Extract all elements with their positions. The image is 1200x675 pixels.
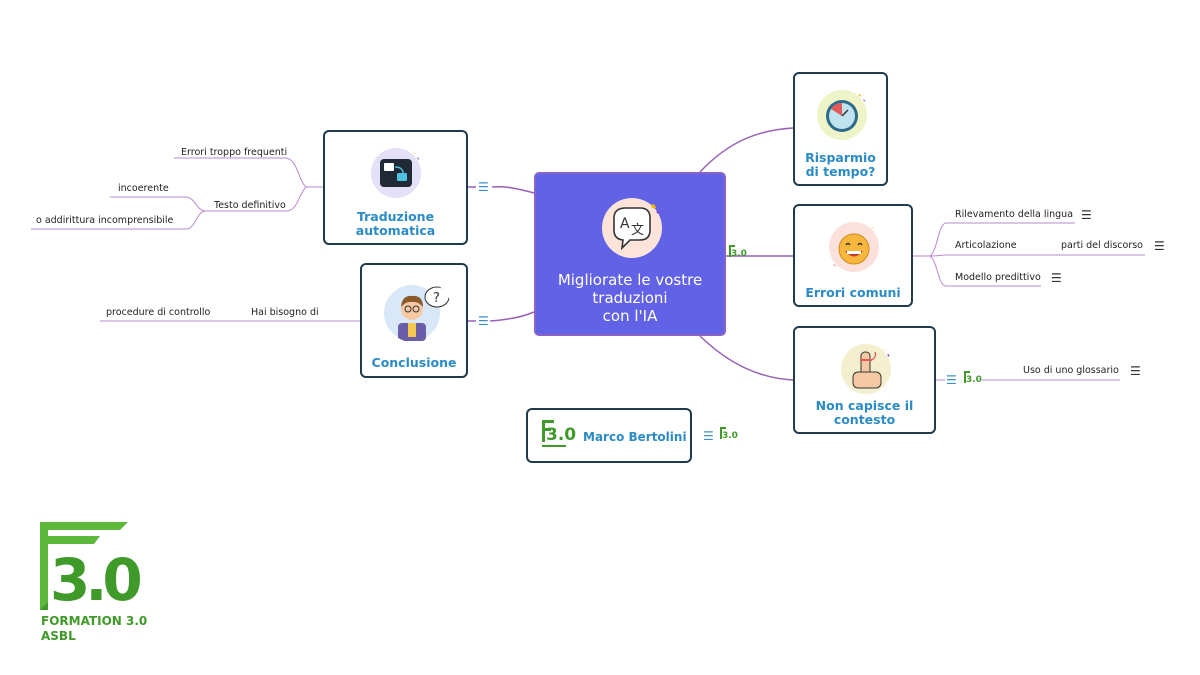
note-icon[interactable]: ☰ <box>1130 364 1141 378</box>
node-risparmio-di-tempo[interactable]: Risparmio di tempo? <box>793 72 888 186</box>
formation-3-0-logo: 3.0 <box>40 522 145 614</box>
svg-text:3.0: 3.0 <box>966 375 982 385</box>
branch-modello-predittivo[interactable]: Modello predittivo <box>955 272 1041 283</box>
clock-icon <box>817 90 867 140</box>
note-icon[interactable]: ☰ <box>1081 208 1092 222</box>
thinking-person-icon: ? <box>384 280 450 341</box>
logo-mark-text: 3.0 <box>50 546 140 614</box>
grimacing-face-icon <box>829 222 879 272</box>
svg-text:3.0: 3.0 <box>546 425 576 445</box>
formation-mini-logo-icon[interactable]: 3.0 <box>720 427 738 443</box>
branch-rilevamento-della-lingua[interactable]: Rilevamento della lingua <box>955 209 1074 220</box>
branch-testo-definitivo[interactable]: Testo definitivo <box>214 200 286 211</box>
note-icon[interactable]: ☰ <box>703 429 714 443</box>
node-errori-comuni[interactable]: Errori comuni <box>793 204 913 307</box>
node-non-capisce-il-contesto[interactable]: Non capisce il contesto <box>793 326 936 434</box>
note-icon[interactable]: ☰ <box>1051 271 1062 285</box>
svg-text:3.0: 3.0 <box>722 431 738 441</box>
branch-parti-del-discorso[interactable]: parti del discorso <box>1061 240 1143 251</box>
formation-mini-logo-icon[interactable]: 3.0 <box>729 245 747 261</box>
node-risparmio-title: Risparmio di tempo? <box>805 150 876 179</box>
node-marco-bertolini[interactable]: 3.0 Marco Bertolini <box>526 408 692 463</box>
node-errori-title: Errori comuni <box>805 285 901 300</box>
node-traduzione-automatica[interactable]: Traduzione automatica <box>323 130 468 245</box>
node-conclusione-title: Conclusione <box>371 355 457 370</box>
central-topic[interactable]: A 文 Migliorate le vostre traduzioni con … <box>534 172 726 336</box>
note-icon[interactable]: ☰ <box>1154 239 1165 253</box>
svg-text:A: A <box>620 216 630 232</box>
branch-incoerente[interactable]: incoerente <box>118 183 169 194</box>
formation-logo-icon: 3.0 <box>542 420 576 447</box>
marco-bertolini-name: Marco Bertolini <box>583 430 687 444</box>
translate-icon: A 文 <box>602 198 662 258</box>
logo-name: FORMATION 3.0 <box>41 614 148 628</box>
note-icon[interactable]: ☰ <box>478 180 489 194</box>
branch-uso-di-uno-glossario[interactable]: Uso di uno glossario <box>1023 365 1119 376</box>
node-traduzione-title: Traduzione automatica <box>355 209 436 238</box>
branch-procedure-di-controllo[interactable]: procedure di controllo <box>106 307 211 318</box>
svg-text:?: ? <box>433 291 440 306</box>
branch-hai-bisogno-di[interactable]: Hai bisogno di <box>251 307 319 318</box>
node-contesto-title: Non capisce il contesto <box>815 398 914 427</box>
formation-mini-logo-icon[interactable]: 3.0 <box>964 371 982 387</box>
node-conclusione[interactable]: ? Conclusione <box>360 263 468 378</box>
svg-text:3.0: 3.0 <box>731 249 747 259</box>
note-icon[interactable]: ☰ <box>946 373 957 387</box>
finger-with-string-icon <box>841 344 891 394</box>
branch-errori-troppo-frequenti[interactable]: Errori troppo frequenti <box>181 147 288 158</box>
logo-subtitle: ASBL <box>41 629 76 643</box>
translation-device-icon <box>371 148 421 198</box>
central-topic-title: Migliorate le vostre traduzioni con l'IA <box>557 271 703 325</box>
svg-text:文: 文 <box>631 223 644 238</box>
note-icon[interactable]: ☰ <box>478 314 489 328</box>
branch-articolazione[interactable]: Articolazione <box>955 240 1017 251</box>
branch-incomprensibile[interactable]: o addirittura incomprensibile <box>36 215 174 226</box>
